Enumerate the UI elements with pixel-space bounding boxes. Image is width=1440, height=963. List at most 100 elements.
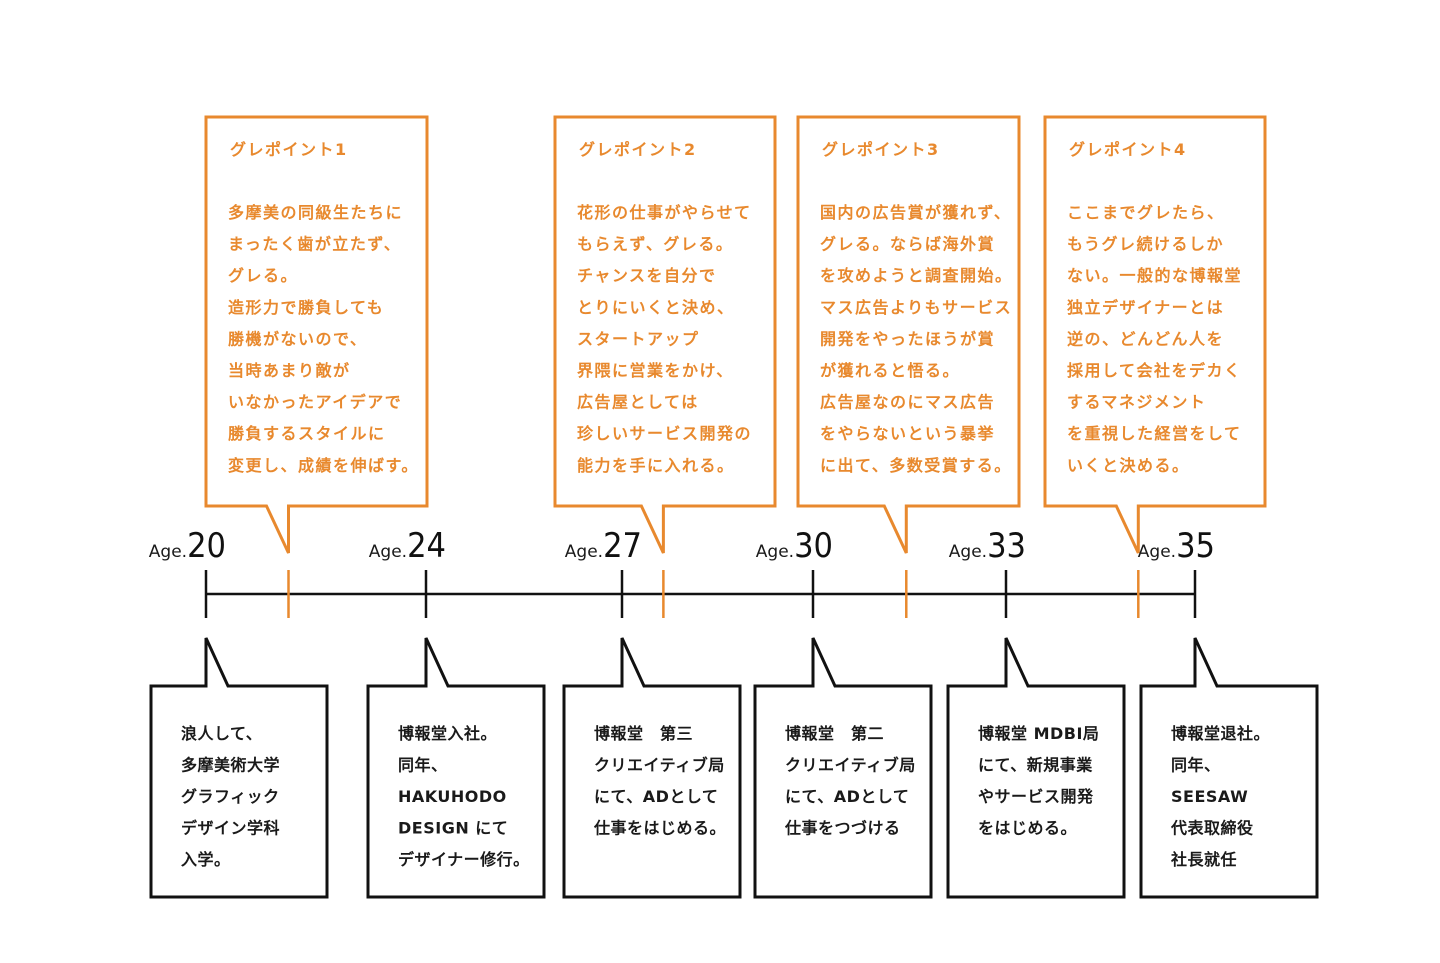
event-line: 同年、: [398, 756, 448, 775]
gure-point-line: 当時あまり敵が: [228, 361, 351, 380]
age-label: Age.35: [1138, 526, 1215, 566]
age-number: 20: [187, 526, 226, 566]
event-line: 同年、: [1171, 756, 1221, 775]
gure-point-line: をやらないという暴挙: [820, 424, 995, 443]
age-number: 35: [1176, 526, 1215, 566]
event-line: 浪人して、: [181, 724, 262, 743]
gure-point-body: 多摩美の同級生たちにまったく歯が立たず、グレる。造形力で勝負しても勝機がないので…: [228, 203, 419, 475]
event-line: やサービス開発: [978, 787, 1094, 806]
gure-point-callout-box: [553, 115, 777, 554]
milestone-callout-box: [1139, 637, 1319, 899]
gure-point-line: 広告屋としては: [577, 393, 699, 412]
event-line: グラフィック: [181, 787, 280, 806]
age-label: Age.30: [756, 526, 833, 566]
gure-point-line: もらえず、グレる。: [577, 235, 733, 254]
event-line: 多摩美術大学: [181, 756, 280, 775]
event-line: 仕事をつづける: [784, 819, 901, 838]
gure-point-line: 採用して会社をデカく: [1067, 361, 1242, 380]
gure-point-line: 花形の仕事がやらせて: [577, 203, 752, 222]
milestone-event-text: 博報堂 第三クリエイティブ局にて、ADとして仕事をはじめる。: [593, 724, 726, 838]
gure-point-line: 国内の広告賞が獲れず、: [820, 203, 1011, 222]
gure-point-title: グレポイント4: [1069, 140, 1187, 159]
milestone-callout-box: [366, 637, 546, 899]
gure-point-line: 多摩美の同級生たちに: [228, 203, 403, 222]
event-line: 代表取締役: [1170, 819, 1254, 838]
age-prefix: Age.: [1138, 542, 1176, 562]
gure-point-line: するマネジメント: [1067, 393, 1206, 412]
age-number: 24: [407, 526, 446, 566]
gure-point-line: 独立デザイナーとは: [1067, 298, 1224, 317]
event-line: をはじめる。: [978, 819, 1077, 838]
gure-point-callout-box: [204, 115, 429, 554]
gure-point-callout-box: [1043, 115, 1267, 554]
gure-point-line: スタートアップ: [577, 329, 700, 348]
age-label: Age.24: [369, 526, 446, 566]
gure-point-title: グレポイント2: [579, 140, 697, 159]
age-number: 33: [987, 526, 1026, 566]
age-prefix: Age.: [565, 542, 603, 562]
gure-point-line: 開発をやったほうが賞: [820, 329, 995, 348]
event-line: クリエイティブ局: [594, 756, 725, 775]
gure-point-line: もうグレ続けるしか: [1067, 235, 1224, 254]
event-line: 博報堂 第二: [785, 724, 884, 743]
event-line: 仕事をはじめる。: [593, 819, 726, 838]
milestone-callout-box: [753, 637, 933, 899]
event-line: 博報堂 第三: [594, 724, 693, 743]
gure-point-line: いなかったアイデアで: [228, 393, 402, 412]
gure-point-line: を重視した経営をして: [1067, 424, 1242, 443]
gure-point-body: ここまでグレたら、もうグレ続けるしかない。一般的な博報堂独立デザイナーとは逆の、…: [1067, 203, 1242, 475]
event-line: 博報堂入社。: [398, 724, 497, 743]
gure-point-line: いくと決める。: [1067, 456, 1190, 475]
gure-point-line: まったく歯が立たず、: [228, 235, 401, 254]
gure-point-line: マス広告よりもサービス: [820, 298, 1012, 317]
gure-point-line: ここまでグレたら、: [1067, 203, 1225, 222]
gure-point-line: 珍しいサービス開発の: [577, 424, 752, 443]
gure-point-callout-box: [796, 115, 1021, 554]
milestone-callout-box: [946, 637, 1126, 899]
event-line: デザイン学科: [181, 819, 280, 838]
milestone-event-text: 浪人して、多摩美術大学グラフィックデザイン学科入学。: [181, 724, 280, 869]
gure-point-line: に出て、多数受賞する。: [820, 456, 1012, 475]
event-line: 入学。: [181, 850, 231, 869]
gure-point-line: 能力を手に入れる。: [577, 456, 735, 475]
gure-point-line: チャンスを自分で: [577, 266, 717, 285]
event-line: HAKUHODO: [398, 787, 507, 806]
gure-point-line: ない。一般的な博報堂: [1067, 266, 1242, 285]
gure-point-line: 界隈に営業をかけ、: [577, 361, 734, 380]
gure-point-body: 花形の仕事がやらせてもらえず、グレる。チャンスを自分でとりにいくと決め、スタート…: [577, 203, 752, 475]
gure-point-line: グレる。: [228, 266, 298, 285]
event-line: にて、新規事業: [978, 756, 1093, 775]
gure-point-line: を攻めようと調査開始。: [820, 266, 1013, 285]
gure-point-line: グレる。ならば海外賞: [820, 235, 995, 254]
milestone-event-text: 博報堂 MDBI局にて、新規事業やサービス開発をはじめる。: [978, 724, 1099, 838]
age-label: Age.20: [149, 526, 226, 566]
age-label: Age.33: [949, 526, 1026, 566]
event-line: にて、ADとして: [594, 787, 718, 806]
gure-point-line: が獲れると悟る。: [820, 361, 960, 380]
gure-point-line: 勝負するスタイルに: [228, 424, 386, 443]
age-label: Age.27: [565, 526, 642, 566]
gure-point-body: 国内の広告賞が獲れず、グレる。ならば海外賞を攻めようと調査開始。マス広告よりもサ…: [820, 203, 1013, 475]
gure-point-line: 造形力で勝負しても: [228, 298, 384, 317]
gure-point-line: 変更し、成績を伸ばす。: [228, 456, 419, 475]
age-prefix: Age.: [369, 542, 407, 562]
milestone-callout-box: [562, 637, 742, 899]
gure-point-title: グレポイント3: [822, 140, 940, 159]
gure-point-line: 広告屋なのにマス広告: [820, 393, 995, 412]
gure-point-line: 勝機がないので、: [228, 329, 367, 348]
event-line: 社長就任: [1170, 850, 1237, 869]
age-number: 27: [603, 526, 642, 566]
event-line: 博報堂 MDBI局: [978, 724, 1099, 743]
gure-point-callouts: グレポイント1多摩美の同級生たちにまったく歯が立たず、グレる。造形力で勝負しても…: [204, 115, 1267, 554]
milestone-callouts: 浪人して、多摩美術大学グラフィックデザイン学科入学。博報堂入社。同年、HAKUH…: [149, 637, 1319, 899]
gure-point-line: 逆の、どんどん人を: [1067, 329, 1224, 348]
age-prefix: Age.: [149, 542, 187, 562]
event-line: 博報堂退社。: [1171, 724, 1270, 743]
age-prefix: Age.: [949, 542, 987, 562]
event-line: にて、ADとして: [785, 787, 909, 806]
event-line: クリエイティブ局: [785, 756, 916, 775]
milestone-event-text: 博報堂 第二クリエイティブ局にて、ADとして仕事をつづける: [784, 724, 916, 838]
